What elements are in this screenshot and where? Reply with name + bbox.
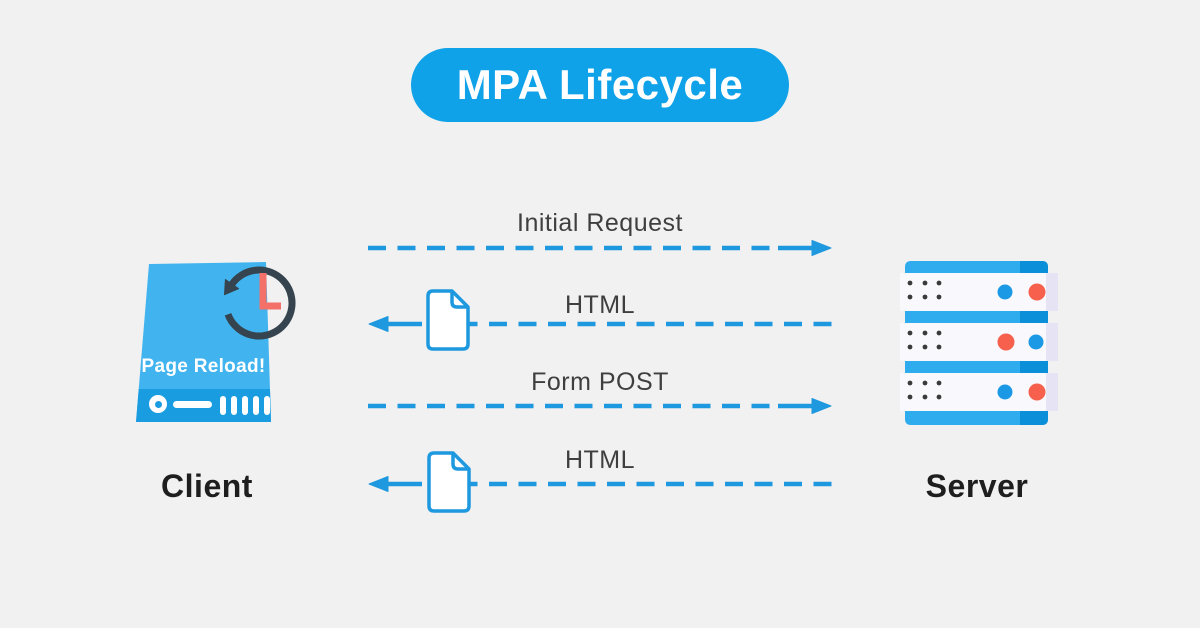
- drive-slot-icon: [173, 401, 212, 408]
- arrow-left-icon: [368, 476, 832, 492]
- page-reload-badge: Page Reload!: [141, 356, 266, 377]
- server-rack-icon: [900, 261, 1058, 425]
- page-title: MPA Lifecycle: [456, 61, 744, 108]
- vent-slat-icon: [264, 396, 270, 415]
- flow-label-html-response-2: HTML: [564, 446, 636, 474]
- flow-label-form-post: Form POST: [531, 368, 669, 396]
- document-icon: [427, 451, 471, 513]
- server-caption: Server: [925, 468, 1029, 504]
- server-led-lights: [997, 283, 1046, 401]
- flow-label-html-response-1: HTML: [564, 291, 636, 319]
- client-computer-icon: Page Reload!: [136, 262, 271, 422]
- arrow-left-icon: [368, 316, 832, 332]
- vent-slat-icon: [231, 396, 237, 415]
- arrow-right-icon: [368, 240, 832, 256]
- vent-slat-icon: [220, 396, 226, 415]
- vent-slat-icon: [253, 396, 259, 415]
- power-button-icon: [149, 395, 167, 413]
- server-dot-grid: [907, 280, 942, 400]
- page-reload-clock-icon: [224, 266, 296, 340]
- client-caption: Client: [161, 468, 253, 504]
- title-pill: MPA Lifecycle: [411, 48, 789, 122]
- arrow-right-icon: [368, 398, 832, 414]
- flow-label-initial-request: Initial Request: [517, 209, 683, 237]
- document-icon: [426, 289, 470, 351]
- vent-slat-icon: [242, 396, 248, 415]
